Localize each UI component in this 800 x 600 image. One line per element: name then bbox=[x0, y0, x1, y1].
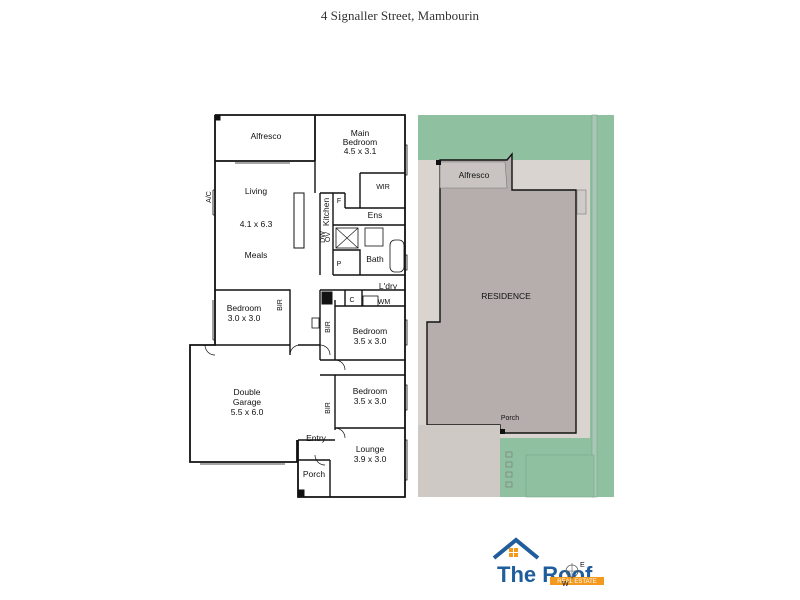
fence-strip bbox=[591, 114, 598, 498]
room-label-entry: Entry bbox=[306, 433, 327, 443]
room-label-garage: Double bbox=[234, 387, 261, 397]
label-dishwasher: DW bbox=[320, 231, 327, 243]
label-oven: OV bbox=[325, 232, 332, 242]
label-bir-b: BIR bbox=[325, 321, 332, 333]
room-label-wir: WIR bbox=[376, 184, 390, 191]
label-pantry: P bbox=[337, 261, 342, 268]
site-alfresco bbox=[439, 161, 508, 189]
room-size-lounge: 3.9 x 3.0 bbox=[354, 454, 387, 464]
interior-walls bbox=[215, 161, 405, 497]
toilet bbox=[311, 317, 320, 329]
room-label-bedroom-b: Bedroom bbox=[353, 326, 388, 336]
room-size-main-bedroom: 4.5 x 3.1 bbox=[344, 146, 377, 156]
site-label-residence: RESIDENCE bbox=[481, 291, 531, 301]
shower bbox=[335, 227, 359, 249]
bathtub bbox=[389, 239, 405, 273]
room-label-ens: Ens bbox=[368, 210, 383, 220]
room-label-alfresco: Alfresco bbox=[251, 131, 282, 141]
page-title: 4 Signaller Street, Mambourin bbox=[320, 8, 480, 23]
room-size-bedroom-b: 3.5 x 3.0 bbox=[354, 336, 387, 346]
windows bbox=[200, 144, 408, 481]
door-swings bbox=[204, 344, 346, 466]
site-post bbox=[436, 160, 441, 165]
room-labels: Alfresco Main Bedroom 4.5 x 3.1 WIR Livi… bbox=[206, 128, 398, 479]
room-label-main-bedroom: Main bbox=[351, 128, 370, 138]
room-label-garage-2: Garage bbox=[233, 397, 262, 407]
label-washing-machine: WM bbox=[378, 299, 391, 306]
vanity bbox=[364, 227, 384, 247]
step bbox=[505, 451, 513, 458]
room-label-lounge: Lounge bbox=[356, 444, 385, 454]
kitchen-island bbox=[293, 192, 305, 249]
front-lawn bbox=[525, 454, 595, 498]
post-marker bbox=[297, 489, 305, 497]
site-label-porch: Porch bbox=[501, 415, 519, 422]
site-post bbox=[500, 429, 505, 434]
room-label-laundry: L'dry bbox=[379, 281, 398, 291]
house-window-icon bbox=[509, 548, 513, 552]
room-label-living: Living bbox=[245, 186, 267, 196]
step bbox=[505, 461, 513, 468]
room-label-main-bedroom-2: Bedroom bbox=[343, 137, 378, 147]
driveway bbox=[418, 425, 500, 497]
side-unit bbox=[576, 189, 587, 215]
label-fridge: F bbox=[337, 198, 341, 205]
meter-box bbox=[321, 291, 333, 305]
compass: E W bbox=[562, 562, 585, 588]
label-cupboard: C bbox=[349, 297, 354, 304]
room-size-bedroom-a: 3.0 x 3.0 bbox=[228, 313, 261, 323]
floor-plan bbox=[189, 114, 408, 498]
room-label-porch: Porch bbox=[303, 469, 325, 479]
compass-w: W bbox=[562, 581, 569, 588]
room-size-living: 4.1 x 6.3 bbox=[240, 219, 273, 229]
house-roof-icon bbox=[492, 537, 540, 560]
room-label-kitchen: Kitchen bbox=[321, 198, 331, 227]
step bbox=[505, 481, 513, 488]
post-marker bbox=[214, 114, 221, 121]
room-size-garage: 5.5 x 6.0 bbox=[231, 407, 264, 417]
room-label-bedroom-a: Bedroom bbox=[227, 303, 262, 313]
label-bir-c: BIR bbox=[325, 402, 332, 414]
logo-tagline: REAL ESTATE bbox=[557, 579, 597, 585]
residence-footprint bbox=[426, 152, 577, 434]
room-label-bath: Bath bbox=[366, 254, 384, 264]
site-label-alfresco: Alfresco bbox=[459, 170, 490, 180]
exterior-walls bbox=[189, 114, 406, 498]
site-plan: Alfresco RESIDENCE Porch bbox=[418, 114, 614, 498]
label-ac: A/C bbox=[206, 191, 213, 203]
logo: The Roof REAL ESTATE bbox=[492, 537, 604, 587]
room-label-bedroom-c: Bedroom bbox=[353, 386, 388, 396]
step bbox=[505, 471, 513, 478]
wm-box bbox=[362, 295, 379, 307]
room-size-bedroom-c: 3.5 x 3.0 bbox=[354, 396, 387, 406]
room-label-meals: Meals bbox=[245, 250, 268, 260]
compass-e: E bbox=[580, 562, 585, 569]
label-bir-a: BIR bbox=[277, 299, 284, 311]
